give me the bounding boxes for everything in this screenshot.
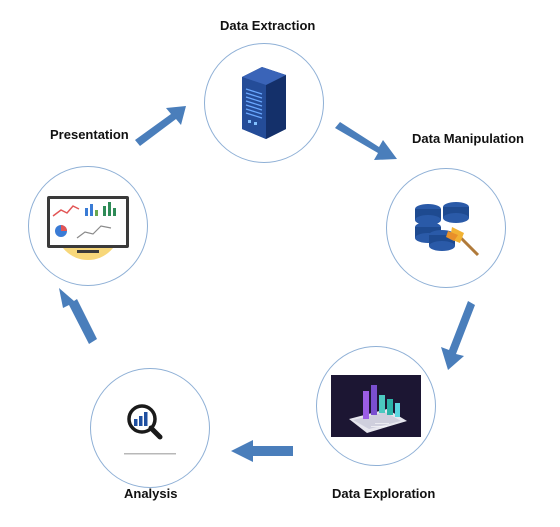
label-presentation: Presentation xyxy=(50,127,129,142)
arrow-analysis-to-presentation xyxy=(59,288,97,344)
label-data-extraction: Data Extraction xyxy=(220,18,316,33)
3d-bar-chart-icon xyxy=(331,375,421,437)
node-data-exploration xyxy=(316,346,436,466)
server-icon xyxy=(242,67,286,139)
label-data-exploration: Data Exploration xyxy=(332,486,436,501)
label-data-manipulation: Data Manipulation xyxy=(412,131,524,146)
dashboard-screen-icon xyxy=(47,196,129,260)
arrow-manipulation-to-exploration xyxy=(441,301,475,370)
node-data-manipulation xyxy=(386,168,506,288)
database-broom-icon xyxy=(415,202,480,257)
node-analysis xyxy=(90,368,210,488)
node-presentation xyxy=(28,166,148,286)
arrow-presentation-to-extraction xyxy=(135,106,186,146)
arrow-exploration-to-analysis xyxy=(231,440,293,462)
label-analysis: Analysis xyxy=(124,486,178,501)
magnifier-chart-icon xyxy=(124,404,176,455)
arrow-extraction-to-manipulation xyxy=(335,122,397,160)
node-data-extraction xyxy=(204,43,324,163)
